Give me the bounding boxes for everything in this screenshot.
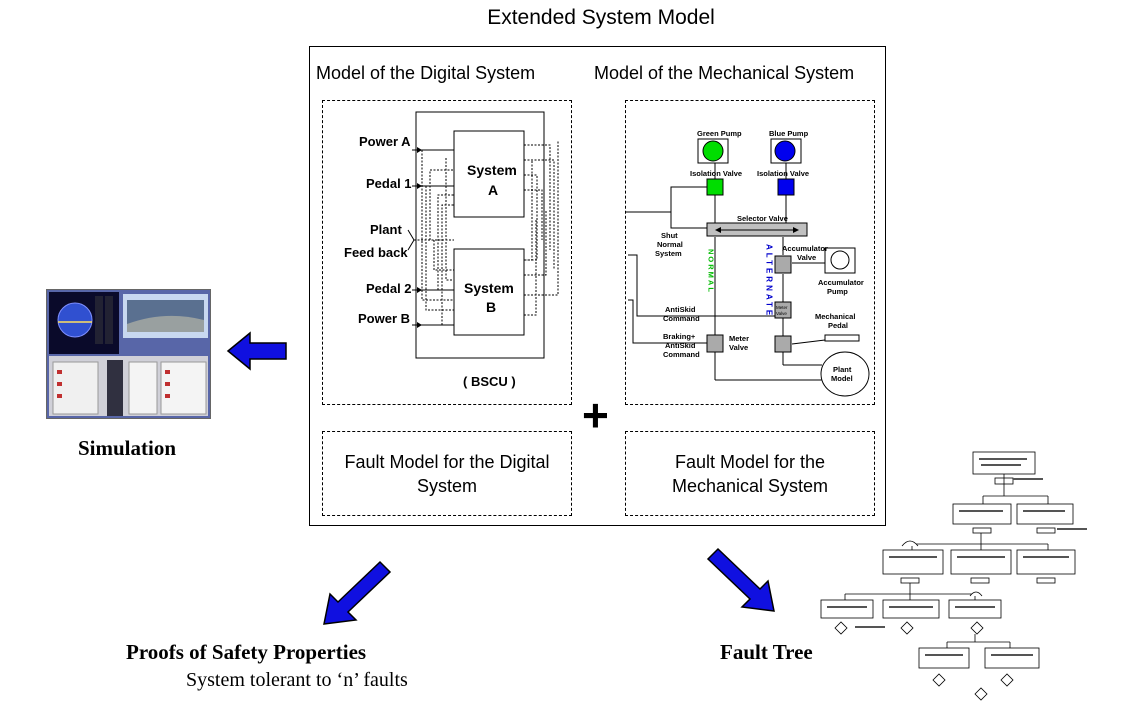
input-feedback: Feed back: [344, 245, 408, 260]
small-meter-label-2: Valve: [776, 311, 787, 316]
accumulator-pump-label-1: Accumulator: [818, 278, 864, 287]
selector-valve-label: Selector Valve: [737, 214, 788, 223]
system-b-label: System: [464, 280, 514, 296]
plus-sign: +: [582, 389, 609, 441]
mechanical-pedal-label-2: Pedal: [828, 321, 848, 330]
shut-normal-label-1: Shut: [661, 231, 678, 240]
normal-path-label: NORMAL: [707, 249, 716, 294]
braking-label-1: Braking+: [663, 332, 696, 341]
accumulator-valve-label-1: Accumulator: [782, 244, 828, 253]
input-power-a: Power A: [359, 134, 411, 149]
input-pedal-1: Pedal 1: [366, 176, 412, 191]
plant-model-label-1: Plant: [833, 365, 852, 374]
system-b-letter: B: [486, 299, 496, 315]
fault-model-digital-text: Fault Model for the Digital System: [344, 451, 550, 496]
digital-system-heading: Model of the Digital System: [316, 63, 536, 83]
alternate-path-label: ALTERNATE: [765, 244, 774, 318]
meter-valve-label-2: Valve: [729, 343, 748, 352]
fault-model-mechanical-text: Fault Model for the Mechanical System: [671, 451, 829, 496]
simulation-label: Simulation: [78, 436, 177, 460]
antiskid-label-2: Command: [663, 314, 700, 323]
input-pedal-2: Pedal 2: [366, 281, 412, 296]
mechanical-pedal-label-1: Mechanical: [815, 312, 855, 321]
system-a-letter: A: [488, 182, 498, 198]
green-pump-label: Green Pump: [697, 129, 742, 138]
arrow-to-fault-tree-icon: [706, 547, 775, 612]
proofs-subtitle: System tolerant to ‘n’ faults: [186, 669, 408, 691]
mechanical-system-heading: Model of the Mechanical System: [594, 63, 855, 83]
fault-tree-label: Fault Tree: [720, 640, 813, 664]
input-plant: Plant: [370, 222, 402, 237]
shut-normal-label-3: System: [655, 249, 682, 258]
accumulator-valve-label-2: Valve: [797, 253, 816, 262]
antiskid-label-1: AntiSkid: [665, 305, 696, 314]
bscu-schematic: Power A Pedal 1 Plant Feed back Pedal 2 …: [344, 111, 559, 389]
accumulator-pump-label-2: Pump: [827, 287, 848, 296]
system-a-label: System: [467, 162, 517, 178]
simulation-screenshot: [46, 289, 211, 419]
isolation-valve-2-label: Isolation Valve: [757, 169, 809, 178]
blue-pump-label: Blue Pump: [769, 129, 809, 138]
simulator-display-icon: [47, 290, 210, 418]
braking-label-2: AntiSkid: [665, 341, 696, 350]
isolation-valve-1-label: Isolation Valve: [690, 169, 742, 178]
proofs-label: Proofs of Safety Properties: [126, 640, 367, 664]
fault-tree-graphic: [820, 451, 1087, 701]
braking-label-3: Command: [663, 350, 700, 359]
plant-model-label-2: Model: [831, 374, 853, 383]
digital-system-model: Power A Pedal 1 Plant Feed back Pedal 2 …: [322, 100, 572, 405]
shut-normal-label-2: Normal: [657, 240, 683, 249]
arrow-to-proofs-icon: [323, 560, 392, 625]
fault-model-digital: Fault Model for the Digital System: [322, 431, 572, 516]
meter-valve-label-1: Meter: [729, 334, 749, 343]
hydraulic-schematic: Green Pump Blue Pump Isolation Valve Iso…: [625, 129, 870, 397]
arrow-to-simulation-icon: [226, 331, 287, 371]
mechanical-system-model: Green Pump Blue Pump Isolation Valve Iso…: [625, 100, 875, 405]
diagram-title: Extended System Model: [487, 6, 715, 29]
input-power-b: Power B: [358, 311, 410, 326]
small-meter-label-1: Meter: [776, 305, 788, 310]
bscu-label: ( BSCU ): [463, 374, 516, 389]
extended-system-model-box: [309, 46, 886, 526]
fault-model-mechanical: Fault Model for the Mechanical System: [625, 431, 875, 516]
